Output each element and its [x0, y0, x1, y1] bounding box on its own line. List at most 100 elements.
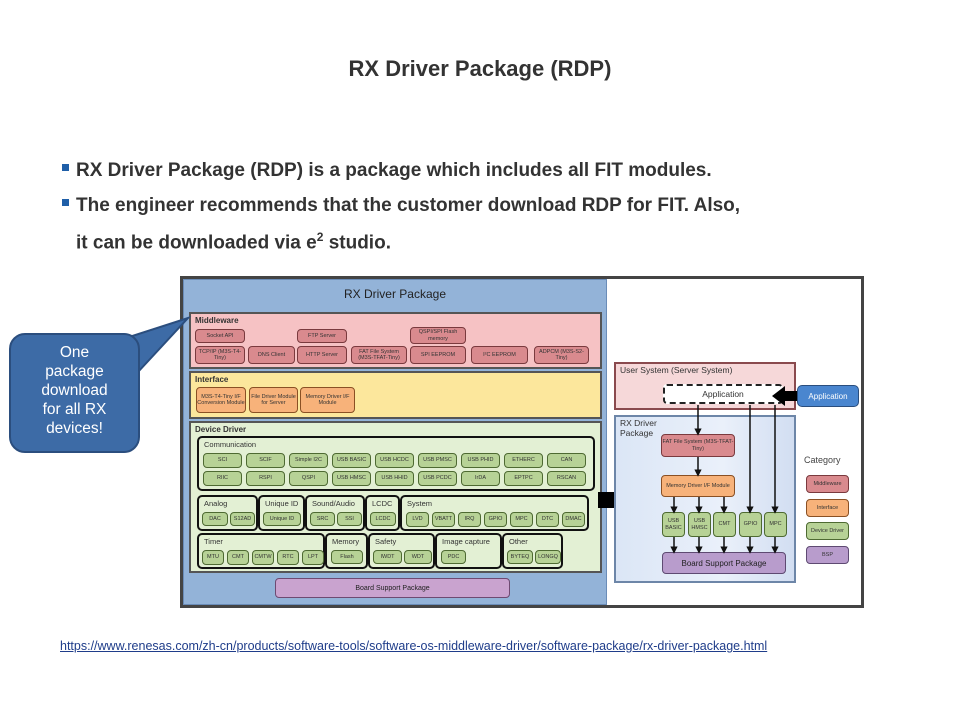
square-bullet-icon [62, 164, 69, 172]
fat-file-system-box: FAT File System (M3S-TFAT-Tiny) [661, 434, 735, 457]
external-application-box: Application [797, 385, 859, 407]
module: EPTPC [504, 471, 543, 486]
module: LCDC [370, 512, 396, 526]
rdp-title-line1: RX Driver [620, 418, 657, 428]
example-bsp-box: Board Support Package [662, 552, 786, 574]
category-interface: Interface [806, 499, 849, 517]
module: USB PMSC [418, 453, 457, 468]
module: RIIC [203, 471, 242, 486]
module: VBATT [432, 512, 455, 527]
bullet-2-cont-text: it can be downloaded via e [76, 232, 317, 254]
group-title: Other [509, 537, 528, 546]
memory-group: Memory Flash [325, 533, 368, 569]
module: BYTEQ [507, 550, 533, 564]
module: RTC [277, 550, 299, 565]
module: Unique ID [263, 512, 301, 526]
module: USB HCDC [375, 453, 414, 468]
module: I²C EEPROM [471, 346, 528, 364]
bullet-1-text: RX Driver Package (RDP) is a package whi… [76, 160, 712, 181]
rdp-panel-title: RX Driver Package [343, 287, 447, 301]
module: IRQ [458, 512, 481, 527]
module: Socket API [195, 329, 245, 343]
other-group: Other BYTEQ LONGQ [502, 533, 563, 569]
memory-driver-box: Memory Driver I/F Module [661, 475, 735, 497]
group-title: Timer [204, 537, 223, 546]
group-title: Image capture [442, 537, 490, 546]
module: PDC [441, 550, 466, 564]
group-title: LCDC [372, 499, 393, 508]
module: M3S-T4-Tiny I/F Conversion Module [196, 387, 246, 413]
superscript: 2 [316, 230, 324, 244]
analog-group: Analog DAC S12AD [197, 495, 258, 531]
module: MPC [510, 512, 533, 527]
module: QSPI/SPI Flash memory [410, 327, 466, 344]
category-title: Category [804, 455, 841, 465]
module: WDT [404, 550, 432, 564]
module: SCI [203, 453, 242, 468]
module: Memory Driver I/F Module [300, 387, 355, 413]
module: Flash [331, 550, 363, 564]
sound-group: Sound/Audio SRC SSI [305, 495, 365, 531]
group-title: Safety [375, 537, 397, 546]
callout-line: download [41, 382, 108, 399]
module: QSPI [289, 471, 328, 486]
module: USB PHID [461, 453, 500, 468]
module: DAC [202, 512, 228, 526]
group-title: Analog [204, 499, 228, 508]
module: ETHERC [504, 453, 543, 468]
callout-bubble: One package download for all RX devices! [9, 333, 140, 453]
module: Simple I2C [289, 453, 328, 468]
module: RSCAN [547, 471, 586, 486]
category-device-driver: Device Driver [806, 522, 849, 540]
bullet-2-text: The engineer recommends that the custome… [76, 195, 741, 216]
lcdc-group: LCDC LCDC [365, 495, 400, 531]
callout-line: for all RX [42, 401, 107, 418]
module: FTP Server [297, 329, 347, 343]
image-capture-group: Image capture PDC [435, 533, 502, 569]
driver-box: USB BASIC [662, 512, 685, 537]
user-system-title: User System (Server System) [620, 365, 733, 375]
rdp-download-link[interactable]: https://www.renesas.com/zh-cn/products/s… [60, 639, 768, 653]
category-middleware: Middleware [806, 475, 849, 493]
module: CAN [547, 453, 586, 468]
module: USB HMSC [332, 471, 371, 486]
module: USB HHID [375, 471, 414, 486]
callout-line: devices! [46, 420, 103, 437]
module: CMTW [252, 550, 274, 565]
driver-box: CMT [713, 512, 736, 537]
group-title: Sound/Audio [312, 499, 355, 508]
module: MTU [202, 550, 224, 565]
driver-box: MPC [764, 512, 787, 537]
module: ADPCM (M3S-S2-Tiny) [534, 346, 589, 364]
module: SRC [310, 512, 335, 526]
board-support-package: Board Support Package [275, 578, 510, 598]
group-title: System [407, 499, 433, 508]
group-title: Unique ID [265, 499, 299, 508]
rdp-title-line2: Package [620, 428, 654, 438]
safety-group: Safety IWDT WDT [368, 533, 435, 569]
middleware-layer: Middleware Socket API FTP Server QSPI/SP… [189, 312, 602, 369]
square-bullet-icon [62, 199, 69, 207]
callout-line: package [45, 363, 104, 380]
module: HTTP Server [297, 346, 347, 364]
module: DMAC [562, 512, 585, 527]
device-driver-title: Device Driver [195, 425, 247, 434]
module: LPT [302, 550, 324, 565]
bullet-1: RX Driver Package (RDP) is a package whi… [62, 160, 712, 182]
module: SPI EEPROM [410, 346, 466, 364]
module: USB PCDC [418, 471, 457, 486]
module: LVD [406, 512, 429, 527]
driver-box: USB HMSC [688, 512, 711, 537]
category-bsp: BSP [806, 546, 849, 564]
unique-id-group: Unique ID Unique ID [258, 495, 305, 531]
bullet-2-cont-suffix: studio. [323, 232, 391, 254]
module: DNS Client [248, 346, 295, 364]
module: DTC [536, 512, 559, 527]
group-title: Communication [204, 440, 257, 449]
module: IrDA [461, 471, 500, 486]
